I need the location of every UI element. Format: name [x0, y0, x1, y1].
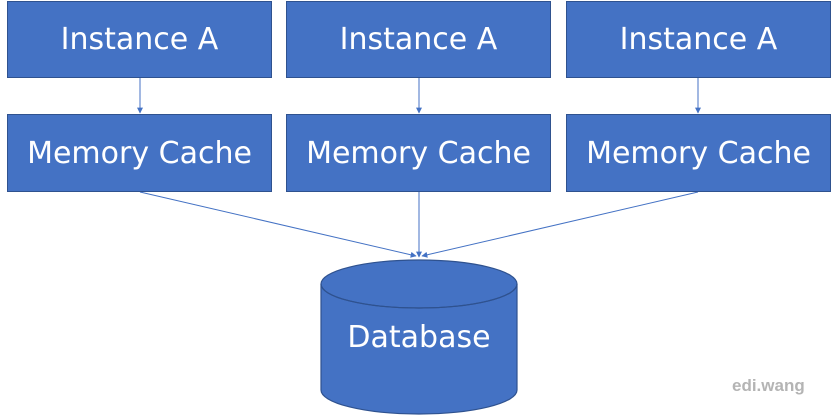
instance-box-1: Instance A: [7, 1, 272, 78]
memory-cache-box-1: Memory Cache: [7, 114, 272, 192]
database-label: Database: [347, 320, 491, 355]
instance-label: Instance A: [619, 22, 778, 57]
watermark: edi.wang: [732, 376, 805, 395]
arrow-cache1-to-database: [139, 191, 417, 258]
instance-label: Instance A: [60, 22, 219, 57]
cache-label: Memory Cache: [27, 135, 252, 171]
instance-box-3: Instance A: [566, 1, 831, 78]
arrow-cache3-to-database: [421, 191, 699, 258]
memory-cache-box-3: Memory Cache: [566, 114, 831, 192]
memory-cache-box-2: Memory Cache: [286, 114, 551, 192]
instance-label: Instance A: [339, 22, 498, 57]
cache-label: Memory Cache: [306, 135, 531, 171]
instance-box-2: Instance A: [286, 1, 551, 78]
database-cylinder-icon: [320, 259, 518, 415]
cache-label: Memory Cache: [586, 135, 811, 171]
